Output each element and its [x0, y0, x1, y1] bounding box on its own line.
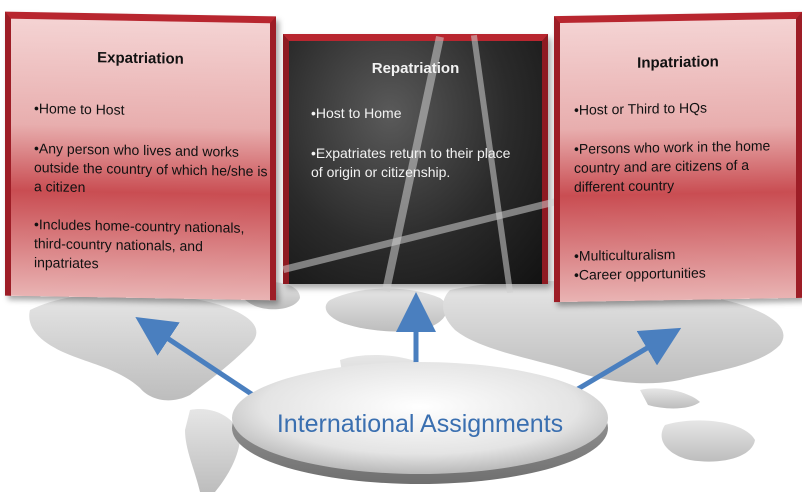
- ellipse-shape: [232, 362, 608, 484]
- repatriation-title: Repatriation: [371, 60, 460, 77]
- map-australia: [661, 420, 755, 462]
- repatriation-bullet-2: •Expatriates return to their place of or…: [311, 145, 511, 180]
- arrow-up-left-icon: [135, 316, 270, 408]
- international-assignments-label: International Assignments: [276, 410, 564, 438]
- international-assignments-ellipse: International Assignments: [230, 348, 610, 488]
- arrow-up-right-icon: [564, 327, 682, 399]
- repatriation-bullet-1: •Host to Home: [311, 105, 402, 121]
- map-southeast-asia: [640, 388, 700, 409]
- repatriation-panel: Repatriation •Host to Home •Expatriates …: [282, 34, 566, 294]
- map-south-america: [185, 409, 240, 492]
- map-asia: [443, 280, 784, 384]
